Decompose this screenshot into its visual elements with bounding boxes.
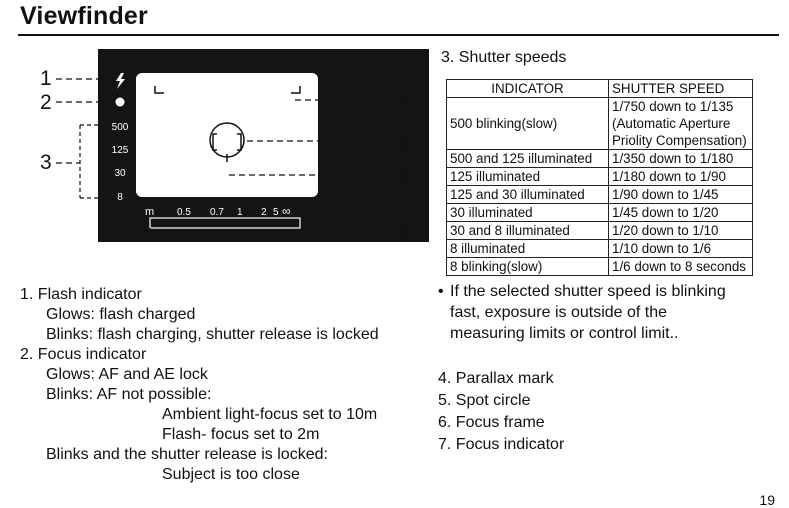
- speed-cell: 1/20 down to 1/10: [608, 221, 753, 240]
- indicator-cell: 30 and 8 illuminated: [446, 221, 609, 240]
- description-line: Glows: AF and AE lock: [46, 366, 208, 383]
- description-line: Glows: flash charged: [46, 306, 196, 323]
- indicator-cell: 8 illuminated: [446, 239, 609, 258]
- note-line: fast, exposure is outside of the: [450, 304, 668, 321]
- table-row: 125 illuminated 1/180 down to 1/90: [446, 167, 753, 186]
- focus-frame: [212, 133, 242, 162]
- description-line: Subject is too close: [162, 466, 300, 483]
- table-row: 500 and 125 illuminated 1/350 down to 1/…: [446, 149, 753, 168]
- column-header-shutter-speed: SHUTTER SPEED: [608, 79, 753, 98]
- focus-indicator-heading: 2. Focus indicator: [20, 346, 147, 363]
- shutter-tick: 125: [112, 145, 129, 156]
- shutter-speeds-heading: 3. Shutter speeds: [441, 49, 567, 66]
- dot-icon: [115, 97, 125, 107]
- callout-2: 2: [40, 91, 52, 114]
- table-row: 125 and 30 illuminated 1/90 down to 1/45: [446, 185, 753, 204]
- legend-item: 7. Focus indicator: [438, 436, 565, 453]
- indicator-cell: 125 and 30 illuminated: [446, 185, 609, 204]
- column-header-indicator: INDICATOR: [446, 79, 609, 98]
- shutter-speed-table: INDICATOR SHUTTER SPEED 500 blinking(slo…: [446, 79, 753, 276]
- parallax-mark-right: [291, 86, 301, 94]
- page-title: Viewfinder: [20, 2, 148, 30]
- lightning-icon: [116, 73, 125, 89]
- description-line: Flash- focus set to 2m: [162, 426, 320, 443]
- table-row: 8 blinking(slow) 1/6 down to 8 seconds: [446, 257, 753, 276]
- exposure-note: • If the selected shutter speed is blinki…: [438, 281, 726, 344]
- legend-item: 6. Focus frame: [438, 414, 545, 431]
- note-line: If the selected shutter speed is blinkin…: [450, 283, 726, 300]
- speed-cell: 1/750 down to 1/135 (Automatic Aperture …: [608, 97, 753, 150]
- parallax-mark-left: [154, 86, 164, 94]
- focus-scale-label: 0.5: [177, 207, 191, 218]
- callout-6: 6: [397, 163, 409, 186]
- description-line: Ambient light-focus set to 10m: [162, 406, 378, 423]
- title-rule: [18, 34, 779, 36]
- focus-scale-label: ∞: [282, 204, 291, 218]
- focus-indicator-bar: [149, 217, 301, 229]
- speed-line: 1/750 down to 1/135: [612, 99, 734, 114]
- shutter-tick: 30: [114, 168, 126, 179]
- focus-scale-label: 1: [237, 207, 243, 218]
- focus-scale-label: m: [145, 206, 154, 218]
- focus-scale-label: 0.7: [210, 207, 224, 218]
- table-row: 8 illuminated 1/10 down to 1/6: [446, 239, 753, 258]
- note-line: measuring limits or control limit..: [450, 325, 679, 342]
- table-header-row: INDICATOR SHUTTER SPEED: [446, 79, 753, 98]
- description-line: Blinks: flash charging, shutter release …: [46, 326, 379, 343]
- callout-5: 5: [397, 129, 409, 152]
- leader-lines: [56, 78, 392, 234]
- indicator-cell: 125 illuminated: [446, 167, 609, 186]
- callout-4: 4: [397, 89, 409, 112]
- speed-line: Priolity Compensation): [612, 133, 747, 148]
- table-row: 30 illuminated 1/45 down to 1/20: [446, 203, 753, 222]
- indicator-cell: 30 illuminated: [446, 203, 609, 222]
- callout-1: 1: [40, 67, 52, 90]
- shutter-bracket: [79, 124, 100, 199]
- focus-scale-label: 5: [273, 207, 279, 218]
- flash-indicator-heading: 1. Flash indicator: [20, 286, 142, 303]
- shutter-tick: 8: [117, 192, 123, 203]
- callout-7: 7: [397, 222, 409, 245]
- speed-cell: 1/350 down to 1/180: [608, 149, 753, 168]
- focus-scale-label: 2: [261, 207, 267, 218]
- description-line: Blinks and the shutter release is locked…: [46, 446, 328, 463]
- bullet-icon: •: [438, 283, 444, 300]
- indicator-cell: 500 blinking(slow): [446, 97, 609, 150]
- page-number: 19: [759, 492, 775, 508]
- viewfinder-image-area: [136, 73, 318, 197]
- legend-item: 4. Parallax mark: [438, 370, 554, 387]
- speed-cell: 1/180 down to 1/90: [608, 167, 753, 186]
- shutter-tick: 500: [112, 122, 129, 133]
- speed-cell: 1/90 down to 1/45: [608, 185, 753, 204]
- indicator-cell: 8 blinking(slow): [446, 257, 609, 276]
- table-row: 500 blinking(slow) 1/750 down to 1/135 (…: [446, 97, 753, 150]
- callout-3: 3: [40, 151, 52, 174]
- description-line: Blinks: AF not possible:: [46, 386, 212, 403]
- legend-item: 5. Spot circle: [438, 392, 531, 409]
- speed-cell: 1/6 down to 8 seconds: [608, 257, 753, 276]
- speed-cell: 1/45 down to 1/20: [608, 203, 753, 222]
- speed-line: (Automatic Aperture: [612, 116, 731, 131]
- indicator-cell: 500 and 125 illuminated: [446, 149, 609, 168]
- table-row: 30 and 8 illuminated 1/20 down to 1/10: [446, 221, 753, 240]
- speed-cell: 1/10 down to 1/6: [608, 239, 753, 258]
